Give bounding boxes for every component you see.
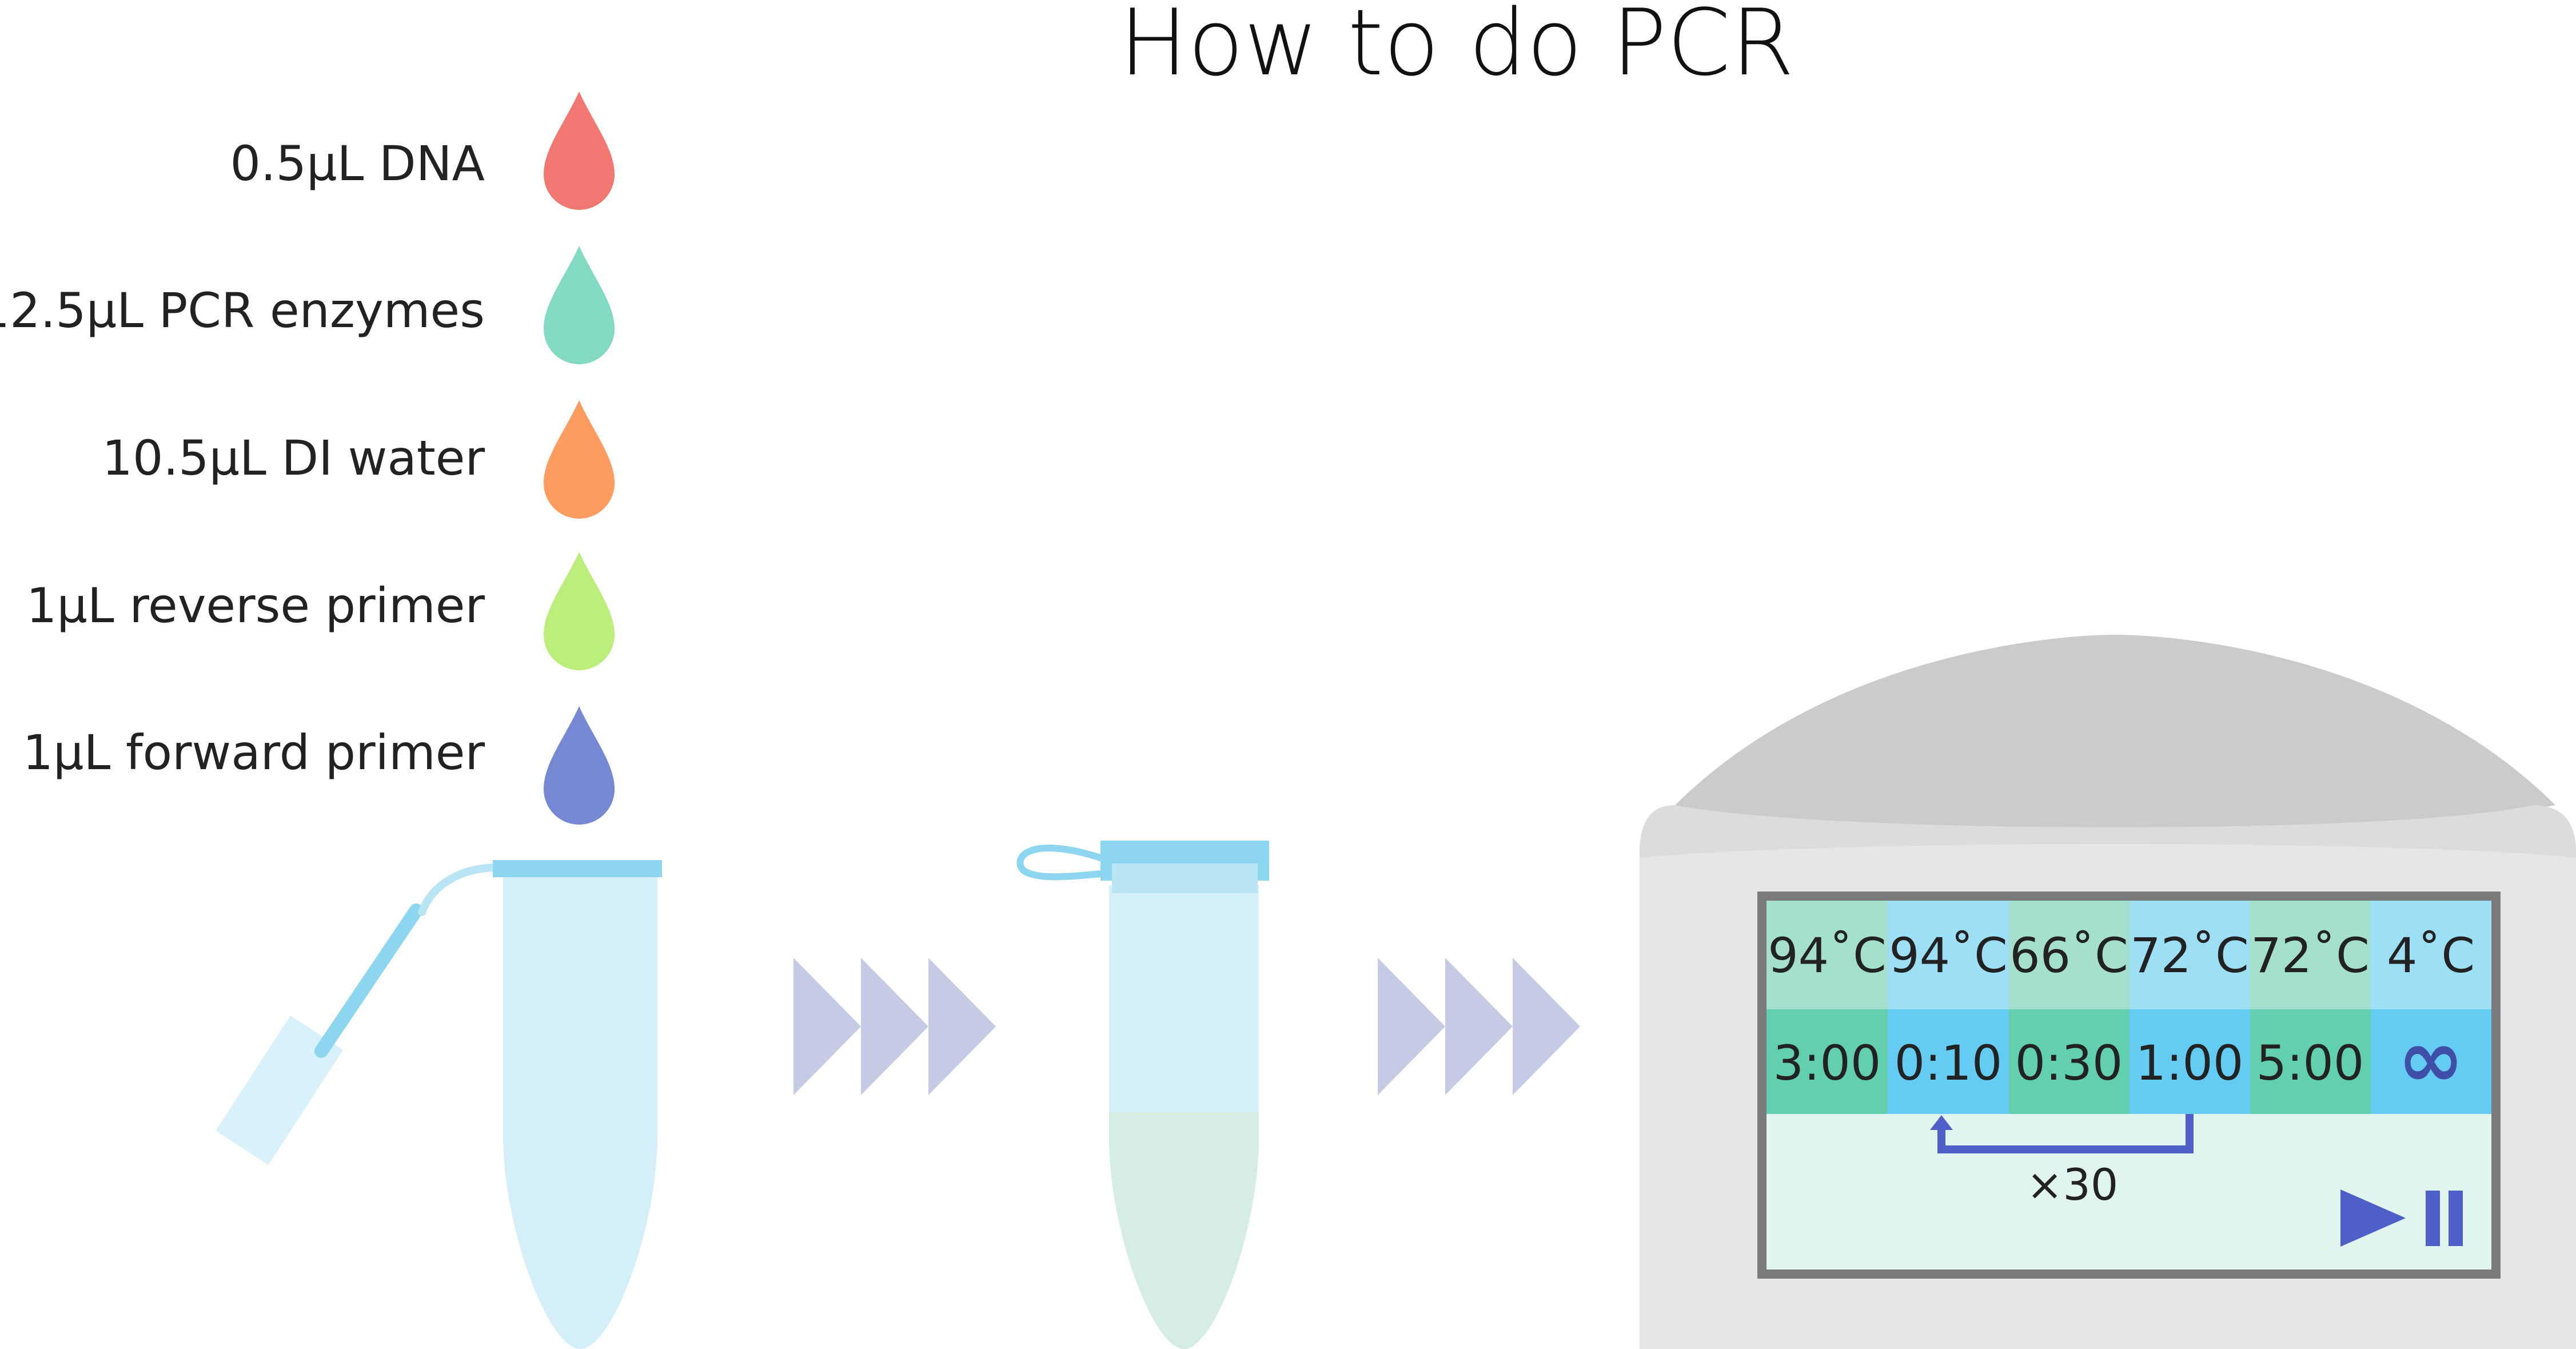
temp-label: 72˚C (2130, 928, 2249, 984)
infinity-icon: ∞ (2398, 1013, 2465, 1106)
open-tube-rim (493, 860, 662, 877)
temp-label: 94˚C (1889, 928, 2008, 984)
time-row: 3:00 0:10 0:30 1:00 5:00 ∞ (1766, 1009, 2491, 1114)
pause-icon-bar-left[interactable] (2426, 1191, 2440, 1246)
arrow-icon (1513, 958, 1580, 1095)
process-arrows-2 (1378, 958, 1580, 1095)
closed-tube-cap-loop (1016, 845, 1104, 881)
closed-tube (1016, 841, 1269, 1349)
temp-label: 66˚C (2009, 928, 2128, 984)
play-icon[interactable] (2340, 1189, 2406, 1247)
page-title: How to do PCR (1119, 0, 1794, 96)
time-label: 0:30 (2015, 1035, 2123, 1091)
open-tube-body (503, 874, 657, 1349)
time-cell (2130, 1009, 2250, 1114)
thermocycler-screen: 94˚C 94˚C 66˚C 72˚C 72˚C 4˚C 3:00 0:10 0… (1757, 892, 2501, 1279)
thermocycler-lid-base (1640, 805, 2576, 858)
closed-tube-mixture (1109, 1112, 1259, 1349)
cycle-loop-line (1937, 1114, 2194, 1153)
drop-icon-forward-primer (544, 706, 615, 825)
reagent-label-forward-primer: 1μL forward primer (23, 725, 485, 781)
reagent-drops (544, 91, 615, 825)
closed-tube-cap-inner (1112, 863, 1258, 893)
temp-label: 94˚C (1768, 928, 1887, 984)
cycle-loop-arrowhead (1930, 1115, 1953, 1130)
arrow-icon (861, 958, 928, 1095)
time-cell (2250, 1009, 2371, 1114)
temp-cell (2250, 901, 2371, 1009)
arrow-icon (928, 958, 996, 1095)
reagent-label-enzymes: 12.5μL PCR enzymes (0, 282, 485, 339)
drop-icon-reverse-primer (544, 552, 615, 670)
drop-icon-enzymes (544, 246, 615, 364)
temp-cell (2130, 901, 2250, 1009)
temp-label: 4˚C (2387, 928, 2475, 984)
time-label: 3:00 (1773, 1035, 1881, 1091)
time-label: 0:10 (1895, 1035, 2003, 1091)
reagent-label-reverse-primer: 1μL reverse primer (26, 578, 485, 634)
time-cell (1766, 1009, 1888, 1114)
temp-cell (2009, 901, 2130, 1009)
cycle-count: ×30 (2027, 1159, 2118, 1210)
temp-cell (1888, 901, 2009, 1009)
thermocycler: 94˚C 94˚C 66˚C 72˚C 72˚C 4˚C 3:00 0:10 0… (1640, 635, 2576, 1349)
drop-icon-dna (544, 91, 615, 210)
temp-label: 72˚C (2251, 928, 2370, 984)
temp-cell (1766, 901, 1888, 1009)
temp-cell (2371, 901, 2491, 1009)
open-tube-hinge (418, 863, 497, 916)
temperature-row: 94˚C 94˚C 66˚C 72˚C 72˚C 4˚C (1766, 901, 2491, 1009)
drop-icon-water (544, 400, 615, 519)
reagent-list: 0.5μL DNA 12.5μL PCR enzymes 10.5μL DI w… (0, 136, 485, 781)
open-tube-cap-flap (216, 1016, 344, 1165)
arrow-icon (793, 958, 861, 1095)
arrow-icon (1445, 958, 1513, 1095)
time-label: 1:00 (2136, 1035, 2244, 1091)
time-label: 5:00 (2256, 1035, 2364, 1091)
process-arrows-1 (793, 958, 996, 1095)
open-tube (216, 860, 662, 1349)
pause-icon-bar-right[interactable] (2449, 1191, 2463, 1246)
open-tube-cap-strip (314, 904, 423, 1058)
reagent-label-dna: 0.5μL DNA (230, 136, 485, 192)
arrow-icon (1378, 958, 1445, 1095)
time-cell (2009, 1009, 2130, 1114)
cycle-loop-arrow (1930, 1114, 2194, 1153)
time-cell (2371, 1009, 2491, 1114)
thermocycler-lid (1675, 635, 2555, 827)
time-cell (1888, 1009, 2009, 1114)
reagent-label-water: 10.5μL DI water (102, 430, 485, 486)
